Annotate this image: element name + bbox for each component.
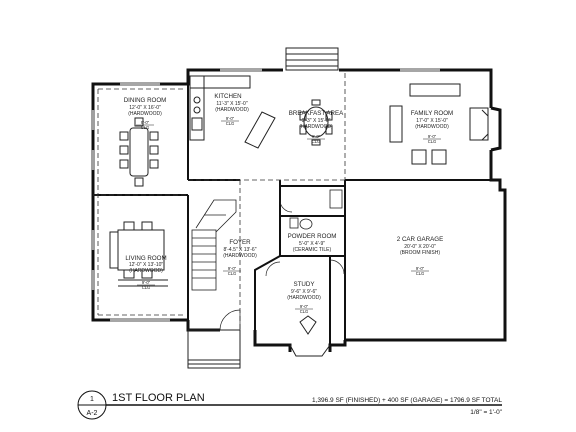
ceiling-tag-text: CLG	[228, 271, 237, 276]
ceiling-tag-breakfast: 9'-0"CLG	[307, 134, 325, 144]
ceiling-tag-text: 9'-0"	[428, 134, 437, 139]
room-label-breakfast: BREAKFAST AREA 9'-3" X 15'-0" (HARDWOOD)	[289, 110, 344, 130]
room-label-powder: POWDER ROOM 5'-0" X 4'-9" (CERAMIC TILE)	[288, 233, 337, 253]
room-dims-powder: 5'-0" X 4'-9"	[299, 241, 325, 247]
room-name-breakfast: BREAKFAST AREA	[289, 110, 344, 117]
window-lines	[91, 68, 440, 322]
room-finish-living: (HARDWOOD)	[129, 268, 163, 274]
room-label-study: STUDY 9'-6" X 9'-6" (HARDWOOD)	[287, 281, 321, 301]
study-bay	[289, 315, 331, 357]
room-label-garage: 2 CAR GARAGE 20'-0" X 20'-0" (BROOM FINI…	[397, 236, 443, 256]
room-dims-dining: 12'-0" X 16'-0"	[129, 105, 161, 111]
room-labels: DINING ROOM 12'-0" X 16'-0" (HARDWOOD) K…	[124, 93, 454, 301]
room-finish-kitchen: (HARDWOOD)	[215, 107, 249, 113]
staircase	[191, 199, 237, 291]
room-finish-breakfast: (HARDWOOD)	[299, 124, 333, 130]
room-label-family: FAMILY ROOM 17'-0" X 15'-0" (HARDWOOD)	[411, 110, 453, 130]
room-name-foyer: FOYER	[229, 239, 251, 246]
ceiling-tag-text: 9'-0"	[300, 304, 309, 309]
ceiling-tag-text: 9'-0"	[312, 134, 321, 139]
room-name-living: LIVING ROOM	[125, 255, 166, 262]
ceiling-tag-family: 9'-0"CLG	[423, 134, 441, 144]
ceiling-tag-text: 9'-0"	[416, 266, 425, 271]
ceiling-dashed-lines	[93, 73, 346, 330]
ceiling-tag-text: CLG	[428, 139, 437, 144]
front-porch	[187, 329, 241, 369]
room-dims-family: 17'-0" X 15'-0"	[416, 118, 448, 124]
ceiling-tag-foyer: 9'-0"CLG	[223, 266, 241, 276]
room-finish-foyer: (HARDWOOD)	[223, 253, 257, 259]
title-block: 1 A-2 1ST FLOOR PLAN 1,396.9 SF (FINISHE…	[77, 390, 503, 420]
room-dims-living: 12'-0" X 13'-10"	[129, 262, 164, 268]
room-name-dining: DINING ROOM	[124, 97, 167, 104]
ceiling-tag-text: 9'-0"	[226, 116, 235, 121]
sheet-number: A-2	[87, 410, 98, 417]
room-name-family: FAMILY ROOM	[411, 110, 453, 117]
ceiling-tag-text: CLG	[141, 125, 150, 130]
kitchen-counters	[189, 75, 276, 149]
ceiling-tag-text: 9'-0"	[142, 280, 151, 285]
dining-table	[119, 117, 159, 187]
ceiling-tag-garage: 9'-0"CLG	[411, 266, 429, 276]
rear-stoop	[285, 47, 339, 71]
room-name-study: STUDY	[294, 281, 315, 288]
area-summary: 1,396.9 SF (FINISHED) + 400 SF (GARAGE) …	[312, 397, 502, 404]
ceiling-tag-kitchen: 9'-0"CLG	[221, 116, 239, 126]
ceiling-tags: 9'-0"CLG9'-0"CLG9'-0"CLG9'-0"CLG9'-0"CLG…	[136, 116, 441, 314]
powder-room-fixtures	[289, 189, 343, 230]
drawing-scale: 1/8" = 1'-0"	[470, 409, 502, 416]
room-finish-family: (HARDWOOD)	[415, 124, 449, 130]
ceiling-tag-text: CLG	[300, 309, 309, 314]
ceiling-tag-dining: 9'-0"CLG	[136, 120, 154, 130]
room-finish-study: (HARDWOOD)	[287, 295, 321, 301]
room-finish-dining: (HARDWOOD)	[128, 111, 162, 117]
windows	[91, 68, 440, 322]
room-dims-breakfast: 9'-3" X 15'-0"	[302, 118, 331, 124]
room-label-living: LIVING ROOM 12'-0" X 13'-10" (HARDWOOD)	[125, 255, 166, 274]
room-dims-kitchen: 11'-3" X 15'-0"	[216, 101, 247, 107]
room-finish-garage: (BROOM FINISH)	[400, 250, 440, 256]
ceiling-tag-text: 9'-0"	[141, 120, 150, 125]
detail-number: 1	[90, 396, 94, 403]
ceiling-tag-text: CLG	[142, 285, 151, 290]
room-dims-foyer: 8'-4.5" X 13'-6"	[224, 247, 257, 253]
family-room-furniture	[389, 83, 489, 165]
ceiling-tag-study: 9'-0"CLG	[295, 304, 313, 314]
room-dims-garage: 20'-0" X 20'-0"	[404, 244, 436, 250]
ceiling-tag-text: 9'-0"	[228, 266, 237, 271]
room-dims-study: 9'-6" X 9'-6"	[291, 289, 317, 295]
breakfast-table	[299, 99, 333, 146]
sheet-title: 1ST FLOOR PLAN	[112, 392, 205, 404]
door-swings	[219, 199, 345, 331]
ceiling-tag-text: CLG	[312, 139, 321, 144]
room-label-kitchen: KITCHEN 11'-3" X 15'-0" (HARDWOOD)	[214, 93, 249, 113]
ceiling-tag-text: CLG	[226, 121, 235, 126]
room-label-foyer: FOYER 8'-4.5" X 13'-6" (HARDWOOD)	[223, 239, 257, 259]
living-room-furniture	[109, 221, 168, 287]
room-label-dining: DINING ROOM 12'-0" X 16'-0" (HARDWOOD)	[124, 97, 167, 117]
ceiling-tag-text: CLG	[416, 271, 425, 276]
ceiling-tag-living: 9'-0"CLG	[137, 280, 155, 290]
room-name-powder: POWDER ROOM	[288, 233, 337, 240]
room-name-garage: 2 CAR GARAGE	[397, 236, 443, 243]
room-finish-powder: (CERAMIC TILE)	[293, 247, 332, 253]
room-name-kitchen: KITCHEN	[214, 93, 241, 100]
